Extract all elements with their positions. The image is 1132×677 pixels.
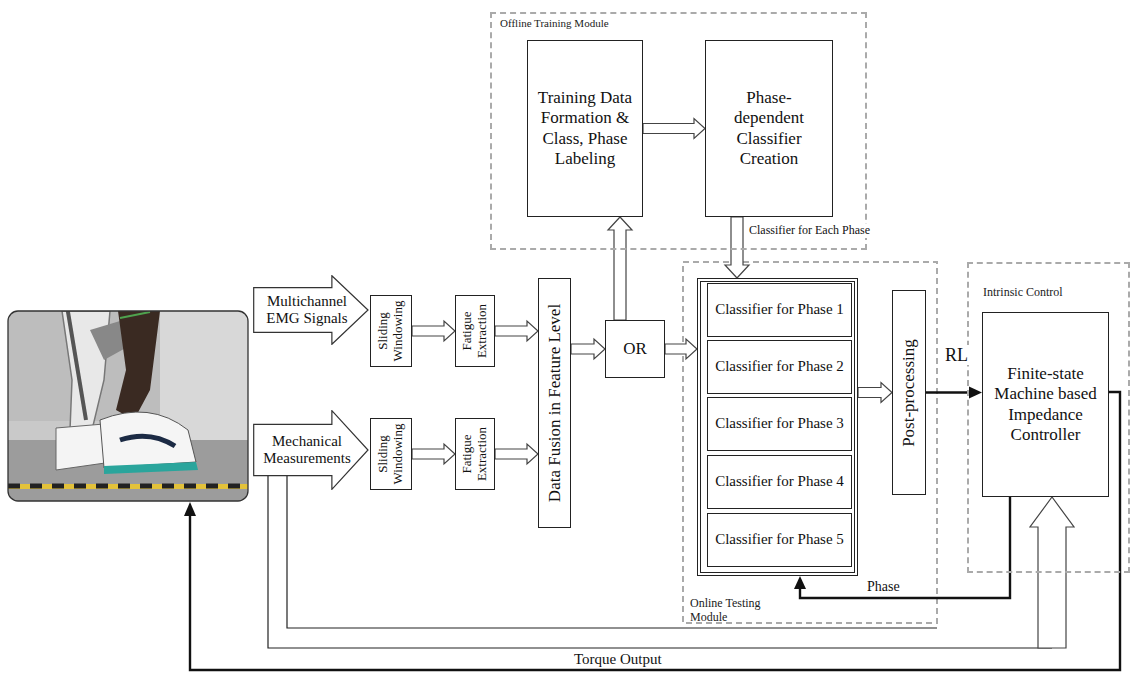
signal-arrow: Multichannel EMG Signals — [253, 275, 369, 345]
box-label: OR — [617, 339, 653, 359]
arrow-outline — [254, 411, 368, 490]
box-label: Training Data Formation & Class, Phase L… — [528, 88, 642, 168]
connector — [665, 339, 697, 359]
box-label: Finite-state Machine based Impedance Con… — [983, 364, 1108, 444]
walking-photo — [8, 300, 262, 501]
arrow-head — [794, 576, 806, 589]
process-box: Post-processing — [892, 290, 926, 495]
signal-arrow: Mechanical Measurements — [253, 410, 369, 490]
process-box: Phase-dependent Classifier Creation — [705, 40, 833, 217]
edge-label: Classifier for Each Phase — [747, 224, 872, 238]
classifier-box: Classifier for Phase 3 — [707, 397, 852, 451]
hollow-arrow — [725, 217, 749, 278]
hollow-arrow — [571, 339, 605, 359]
connector — [725, 217, 749, 278]
box-label: Sliding Windowing — [376, 299, 406, 363]
connector — [495, 444, 538, 464]
hollow-arrow — [412, 444, 455, 464]
connector — [268, 476, 1074, 648]
signal-label: Multichannel EMG Signals — [257, 293, 357, 328]
connector — [412, 321, 455, 341]
hollow-arrow — [1030, 497, 1074, 648]
edge-label: RL — [943, 345, 970, 366]
box-label: Classifier for Phase 1 — [709, 301, 850, 319]
connector-line — [926, 391, 970, 393]
connector — [412, 444, 455, 464]
hollow-arrow — [643, 119, 705, 139]
box-label: Data Fusion in Feature Level — [545, 282, 565, 524]
module-heading: Intrinsic Control — [983, 286, 1063, 300]
box-label: Fatigue Extraction — [460, 422, 490, 486]
hollow-arrow — [608, 217, 632, 320]
arrow-head — [969, 387, 982, 399]
process-box: Training Data Formation & Class, Phase L… — [527, 40, 643, 217]
connector — [608, 217, 632, 320]
box-label: Post-processing — [899, 294, 919, 491]
module-heading: Online Testing Module — [690, 597, 785, 625]
connector — [858, 383, 892, 403]
controller-box: Finite-state Machine based Impedance Con… — [982, 312, 1109, 497]
connector — [926, 387, 982, 399]
module-heading: Offline Training Module — [500, 17, 609, 30]
process-box: Sliding Windowing — [370, 418, 412, 490]
process-box: Fatigue Extraction — [455, 418, 495, 490]
edge-label: Phase — [865, 579, 902, 595]
box-label: Classifier for Phase 2 — [709, 358, 850, 376]
or-gate: OR — [605, 320, 665, 378]
box-label: Fatigue Extraction — [460, 299, 490, 363]
box-label: Sliding Windowing — [376, 422, 406, 486]
fusion-box: Data Fusion in Feature Level — [538, 278, 571, 528]
hollow-arrow — [858, 383, 892, 403]
process-box: Fatigue Extraction — [455, 295, 495, 367]
online-module-frame — [683, 262, 937, 623]
classifier-box: Classifier for Phase 5 — [707, 513, 852, 567]
connector — [571, 339, 605, 359]
box-label: Classifier for Phase 5 — [709, 531, 850, 549]
classifier-box: Classifier for Phase 1 — [707, 283, 852, 337]
hollow-arrow — [495, 444, 538, 464]
module-frame: Intrinsic ControlFinite-state Machine ba… — [967, 262, 1130, 573]
classifier-box: Classifier for Phase 4 — [707, 455, 852, 509]
hollow-arrow — [412, 321, 455, 341]
hollow-arrow — [665, 339, 697, 359]
process-box: Sliding Windowing — [370, 295, 412, 367]
box-label: Classifier for Phase 4 — [709, 473, 850, 491]
signal-label: Mechanical Measurements — [257, 433, 357, 468]
classifier-box: Classifier for Phase 2 — [707, 340, 852, 394]
connector — [495, 321, 538, 341]
connector-line — [268, 476, 1052, 648]
arrow-outline — [254, 276, 368, 345]
wire-label: Torque Output — [572, 651, 664, 668]
torque-feedback-wire — [184, 392, 1120, 670]
box-label: Phase-dependent Classifier Creation — [706, 88, 832, 168]
box-label: Classifier for Phase 3 — [709, 415, 850, 433]
module-frame: Offline Training ModuleTraining Data For… — [490, 12, 867, 250]
hollow-arrow — [495, 321, 538, 341]
classifier-bank: Online Testing ModuleClassifier for Phas… — [697, 278, 858, 576]
connector — [643, 119, 705, 139]
